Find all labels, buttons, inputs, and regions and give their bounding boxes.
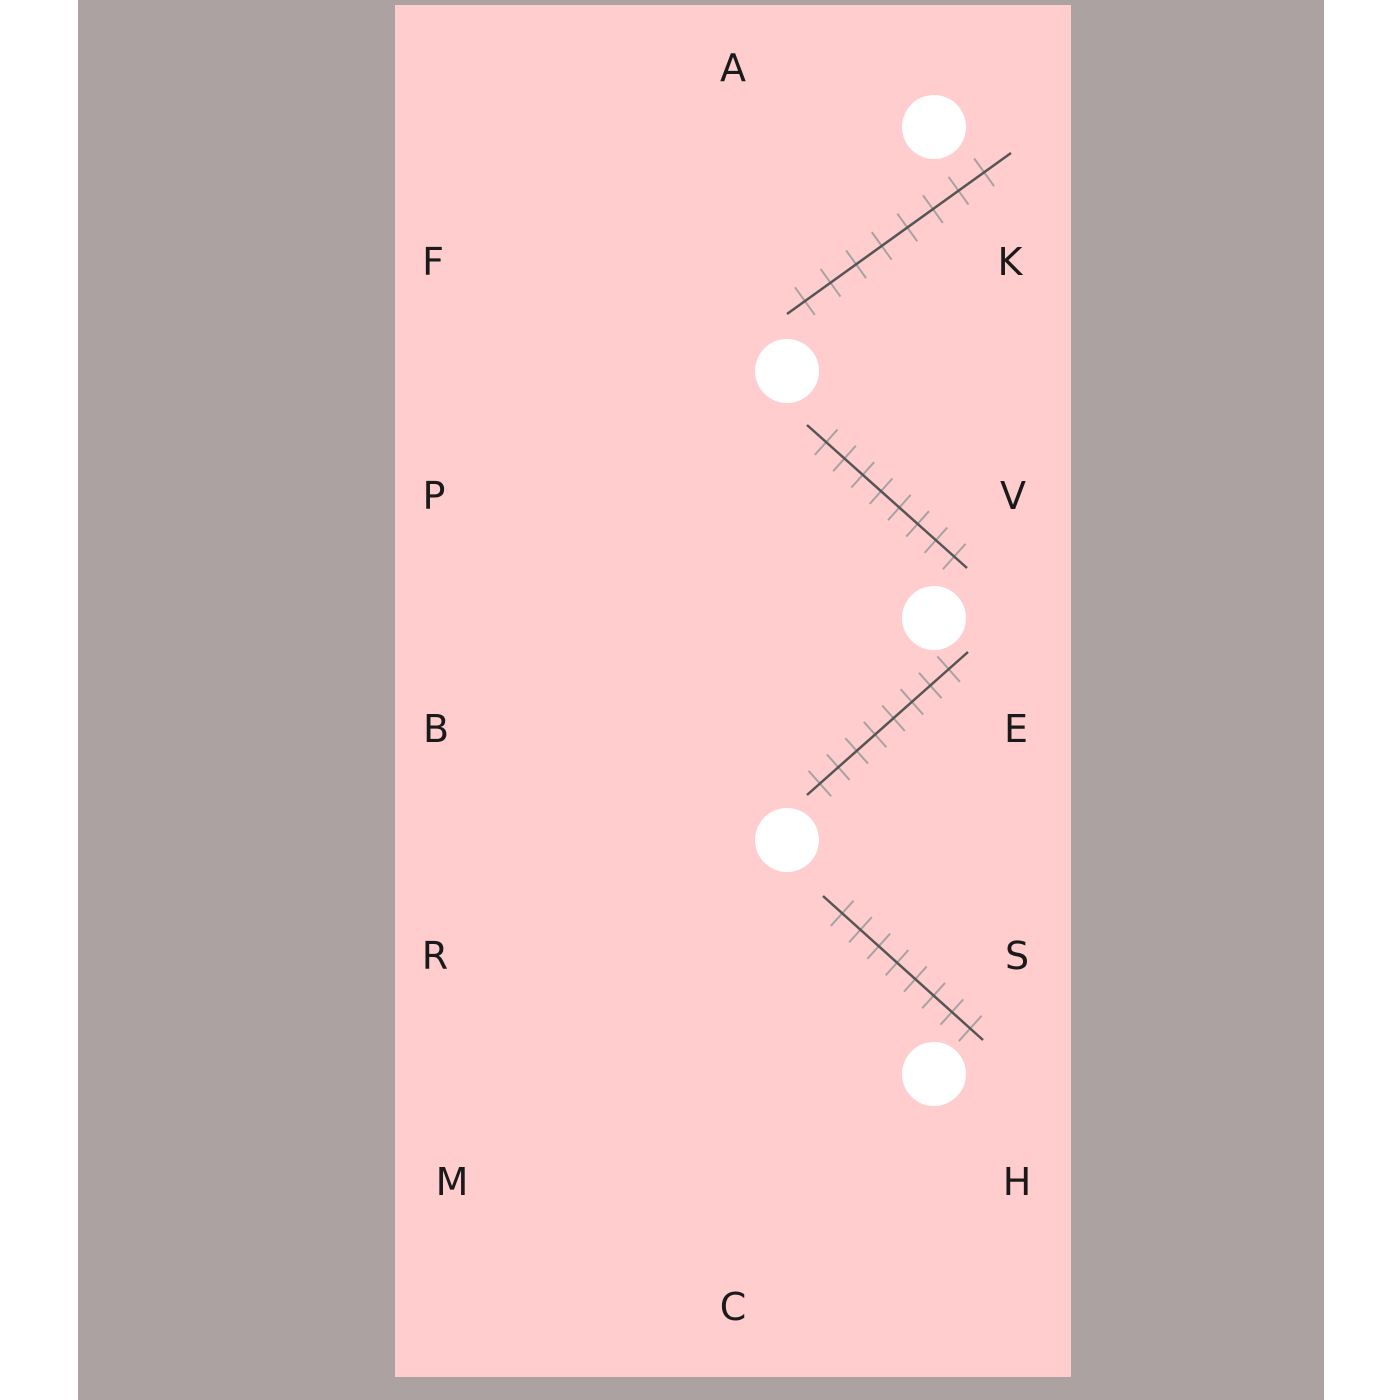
pole-track-2: [806, 424, 968, 570]
cone-1: [902, 95, 966, 159]
marker-b: B: [422, 707, 450, 751]
marker-m: M: [435, 1160, 469, 1204]
cone-2: [755, 339, 819, 403]
track-pole: [806, 424, 968, 569]
marker-r: R: [421, 934, 449, 978]
track-pole: [822, 895, 984, 1041]
track-pole: [786, 151, 1012, 316]
pole-tracks: [786, 151, 1012, 1042]
pole-track-1: [786, 151, 1012, 316]
cone-3: [902, 586, 966, 650]
marker-f: F: [422, 240, 444, 284]
marker-a: A: [720, 46, 746, 90]
cone-4: [755, 808, 819, 872]
pole-track-3: [806, 651, 969, 797]
track-pole: [806, 651, 969, 796]
marker-v: V: [1000, 474, 1026, 518]
marker-s: S: [1004, 934, 1030, 978]
marker-k: K: [997, 240, 1023, 284]
marker-e: E: [1003, 707, 1028, 751]
marker-p: P: [422, 474, 446, 518]
cone-5: [902, 1042, 966, 1106]
marker-c: C: [719, 1285, 747, 1329]
marker-h: H: [1002, 1160, 1032, 1204]
cones: [755, 95, 966, 1106]
pole-track-4: [822, 895, 984, 1042]
arena: [395, 5, 1071, 1377]
